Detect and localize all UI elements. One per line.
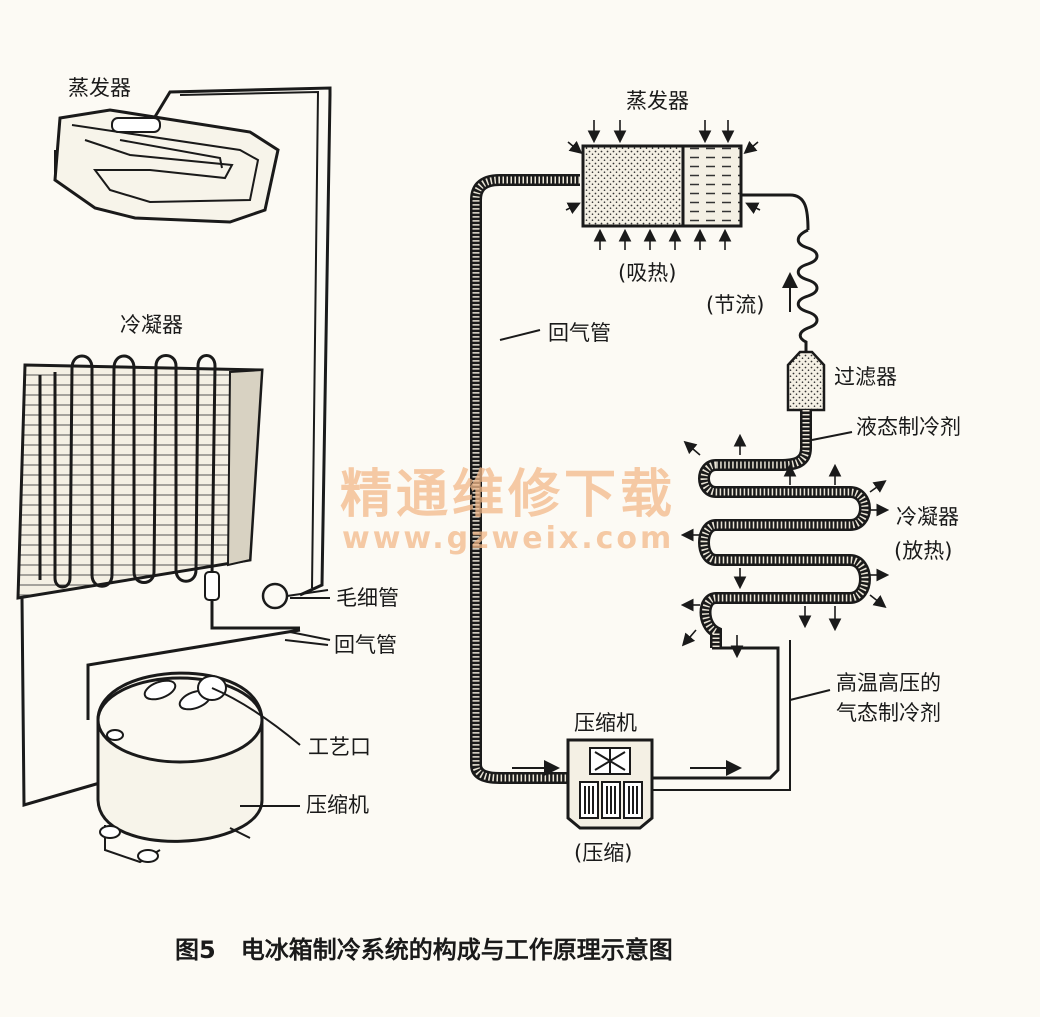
left-process-port-label: 工艺口 — [308, 735, 371, 759]
left-main-tube-inner — [179, 90, 320, 589]
left-main-tube — [148, 86, 332, 597]
left-return-line — [20, 597, 111, 807]
right-return-pipe-label: 回气管 — [548, 321, 611, 345]
watermark-url: www.gzweix.com — [342, 521, 674, 556]
left-compressor-label: 压缩机 — [306, 793, 369, 817]
left-return-pipe-label: 回气管 — [334, 633, 397, 657]
right-condenser-arrows — [680, 433, 890, 659]
right-compress-label: (压缩) — [574, 841, 632, 865]
right-hot-gas-label-line2: 气态制冷剂 — [836, 701, 941, 725]
right-diagram: 蒸发器 (吸热) (节流) 回气管 过滤器 液态制冷剂 冷凝器 (放热) 高温高… — [470, 89, 961, 865]
right-compressor — [566, 738, 654, 830]
left-condenser — [16, 354, 300, 630]
left-diagram: 蒸发器 冷凝器 毛细管 回气管 工艺口 压缩机 — [16, 76, 399, 864]
left-evaporator — [53, 108, 280, 224]
right-condenser-label: 冷凝器 — [896, 505, 959, 529]
right-liquid-refrigerant-label: 液态制冷剂 — [856, 415, 961, 439]
right-hot-gas-label-line1: 高温高压的 — [836, 671, 941, 695]
left-capillary-label: 毛细管 — [336, 586, 399, 610]
right-throttle-label: (节流) — [706, 293, 764, 317]
right-release-heat-label: (放热) — [894, 539, 952, 563]
right-absorb-heat-label: (吸热) — [618, 261, 676, 285]
right-hot-gas-line — [650, 646, 780, 780]
right-evaporator-label: 蒸发器 — [626, 89, 689, 113]
right-return-pipe — [470, 174, 580, 784]
left-evaporator-label: 蒸发器 — [68, 76, 131, 100]
right-filter-label: 过滤器 — [834, 365, 897, 389]
watermark-title: 精通维修下载 — [340, 464, 676, 525]
watermark: 精通维修下载 www.gzweix.com — [340, 464, 676, 556]
figure-caption: 图5 电冰箱制冷系统的构成与工作原理示意图 — [175, 936, 673, 964]
right-filter — [786, 350, 826, 412]
left-condenser-label: 冷凝器 — [120, 313, 183, 337]
right-evaporator — [581, 144, 743, 228]
left-capillary-coil — [261, 582, 289, 610]
right-evaporator-arrows — [565, 120, 761, 250]
right-capillary-coil — [796, 228, 819, 352]
right-compressor-label: 压缩机 — [574, 711, 637, 735]
